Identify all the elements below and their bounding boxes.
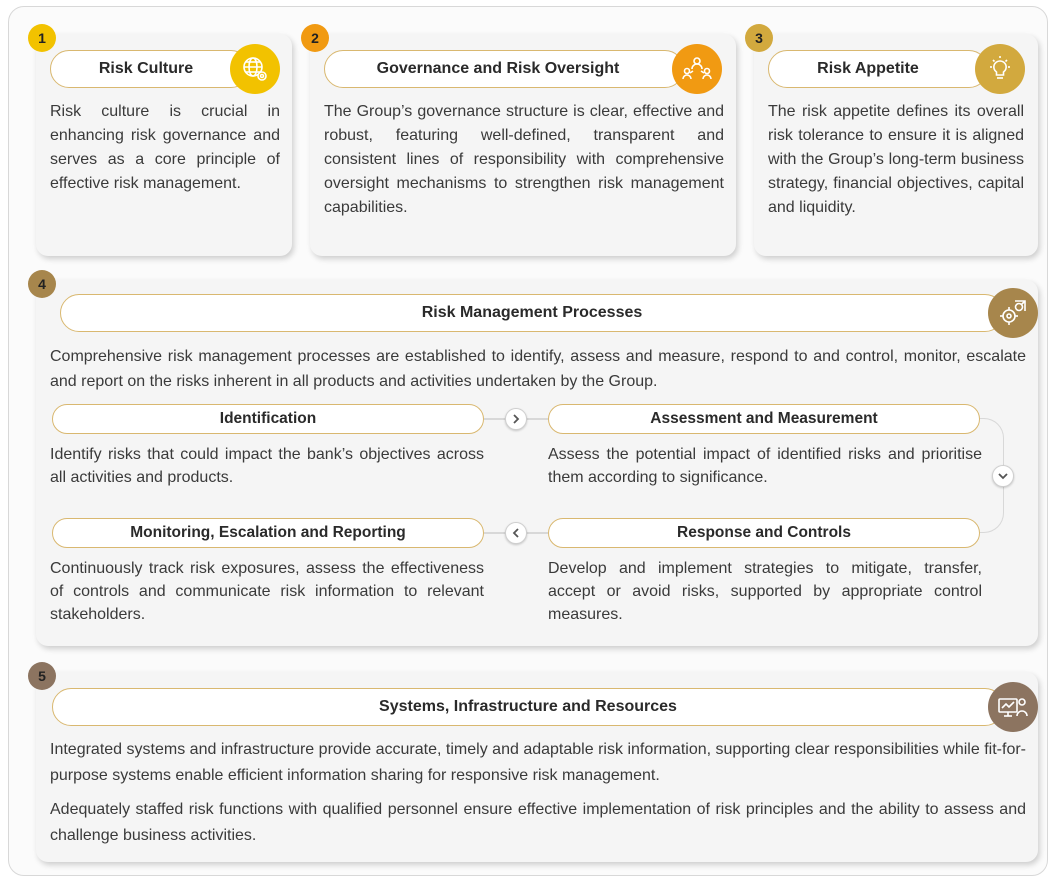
chevron-down-icon — [992, 465, 1014, 487]
step-assessment-title: Assessment and Measurement — [548, 404, 980, 434]
section-number-badge: 5 — [28, 662, 56, 690]
section-title: Risk Appetite — [768, 50, 988, 88]
section-title: Systems, Infrastructure and Resources — [52, 688, 1004, 726]
section-number-badge: 4 — [28, 270, 56, 298]
section-number-badge: 2 — [301, 24, 329, 52]
section-title: Risk Culture — [50, 50, 250, 88]
gears-arrow-icon — [988, 288, 1038, 338]
section-title: Risk Management Processes — [60, 294, 1004, 332]
step-monitoring-text: Continuously track risk exposures, asses… — [50, 560, 484, 623]
step-monitoring-title: Monitoring, Escalation and Reporting — [52, 518, 484, 548]
step-response-text: Develop and implement strategies to miti… — [548, 560, 982, 623]
step-identification-title: Identification — [52, 404, 484, 434]
people-network-icon — [672, 44, 722, 94]
lightbulb-icon — [975, 44, 1025, 94]
computer-user-icon — [988, 682, 1038, 732]
section-description: Risk culture is crucial in enhancing ris… — [50, 103, 280, 192]
globe-gear-icon — [230, 44, 280, 94]
chevron-right-icon — [505, 408, 527, 430]
section-description: Integrated systems and infrastructure pr… — [50, 741, 1026, 784]
section-number-badge: 3 — [745, 24, 773, 52]
section-title: Governance and Risk Oversight — [324, 50, 684, 88]
section-description: The risk appetite defines its overall ri… — [768, 103, 1024, 216]
step-identification-text: Identify risks that could impact the ban… — [50, 446, 484, 486]
step-response-title: Response and Controls — [548, 518, 980, 548]
risk-management-processes-card — [36, 280, 1038, 646]
section-description: The Group’s governance structure is clea… — [324, 103, 724, 216]
step-assessment-text: Assess the potential impact of identifie… — [548, 446, 982, 486]
section-number-badge: 1 — [28, 24, 56, 52]
chevron-left-icon — [505, 522, 527, 544]
section-description-2: Adequately staffed risk functions with q… — [50, 801, 1026, 844]
section-description: Comprehensive risk management processes … — [50, 348, 1026, 390]
